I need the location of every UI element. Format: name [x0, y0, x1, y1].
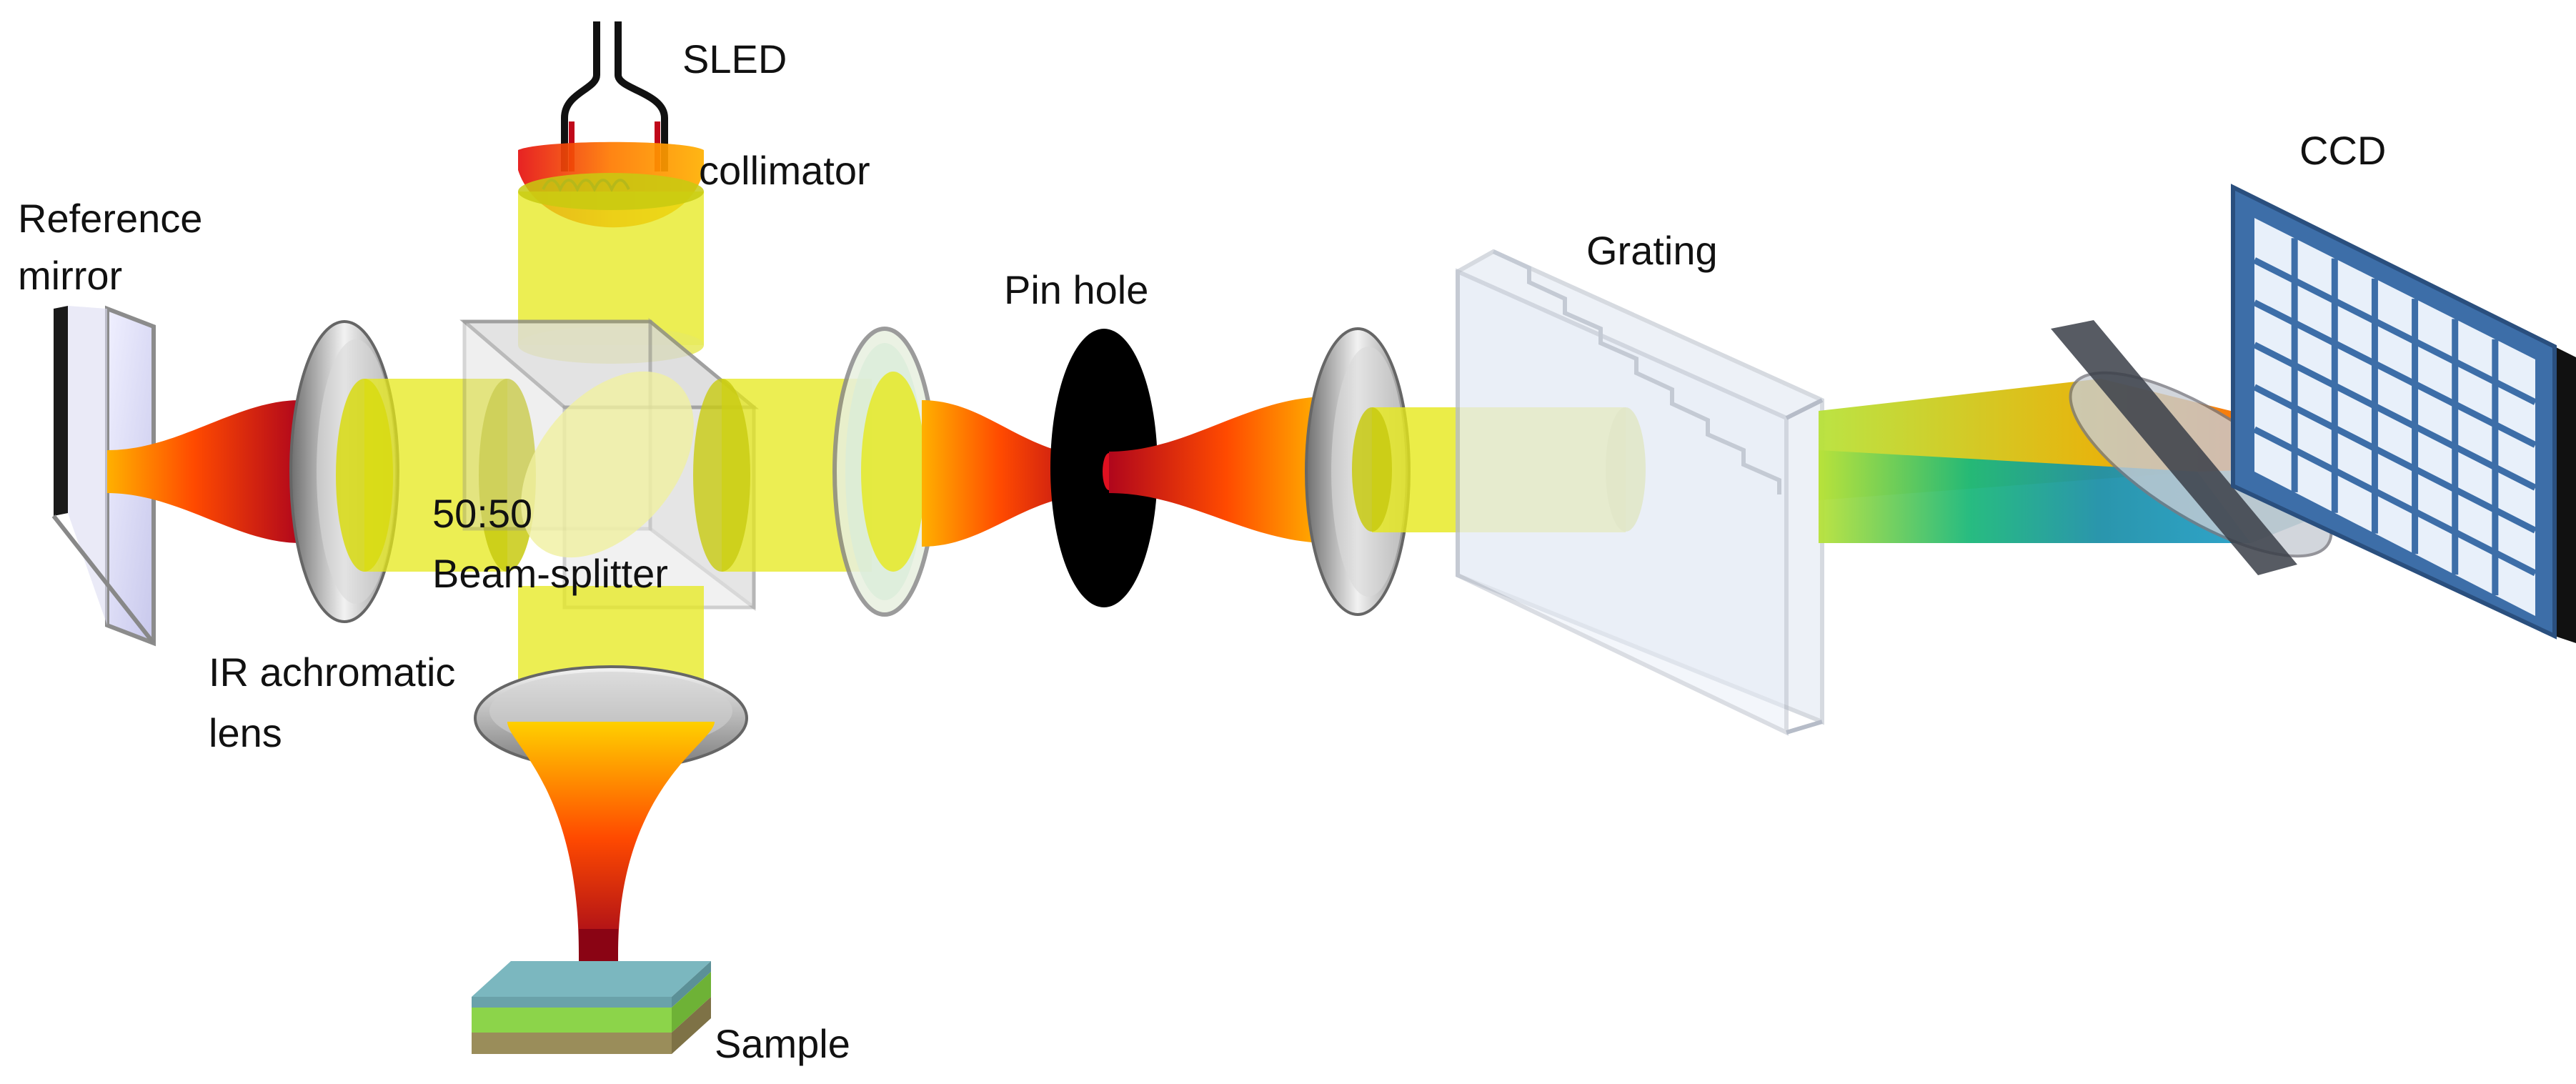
- label-collimator: collimator: [699, 148, 870, 193]
- label-reference-line1: Reference: [18, 196, 202, 241]
- ccd-grid-line: [2252, 384, 2537, 534]
- label-beam-splitter-line1: 50:50: [432, 491, 532, 536]
- grating: [1456, 249, 1824, 736]
- sample: [472, 929, 711, 1054]
- label-reference-line2: mirror: [18, 253, 122, 298]
- ccd-grid-line: [2252, 299, 2537, 448]
- sample-beam: [507, 722, 715, 954]
- detection-beam-diverging: [1109, 397, 1322, 543]
- ccd-detector: [2231, 184, 2576, 643]
- label-grating: Grating: [1586, 228, 1718, 273]
- label-sample: Sample: [715, 1021, 850, 1066]
- label-ir-lens-line2: lens: [209, 710, 282, 755]
- reference-arm-beam: [107, 400, 300, 543]
- ccd-grid-line: [2252, 426, 2537, 577]
- label-ccd: CCD: [2299, 128, 2386, 173]
- label-pin-hole: Pin hole: [1004, 267, 1148, 312]
- ccd-grid-line: [2252, 342, 2537, 491]
- ccd-focusing-lens: [2051, 320, 2333, 575]
- collimated-beam-left: [336, 379, 536, 572]
- detection-arm-lens: [832, 327, 937, 617]
- ccd-grid-line: [2252, 257, 2537, 405]
- detection-beam-converging: [922, 400, 1097, 547]
- label-sled: SLED: [682, 36, 787, 81]
- label-ir-lens-line1: IR achromatic: [209, 650, 455, 695]
- label-beam-splitter-line2: Beam-splitter: [432, 551, 668, 596]
